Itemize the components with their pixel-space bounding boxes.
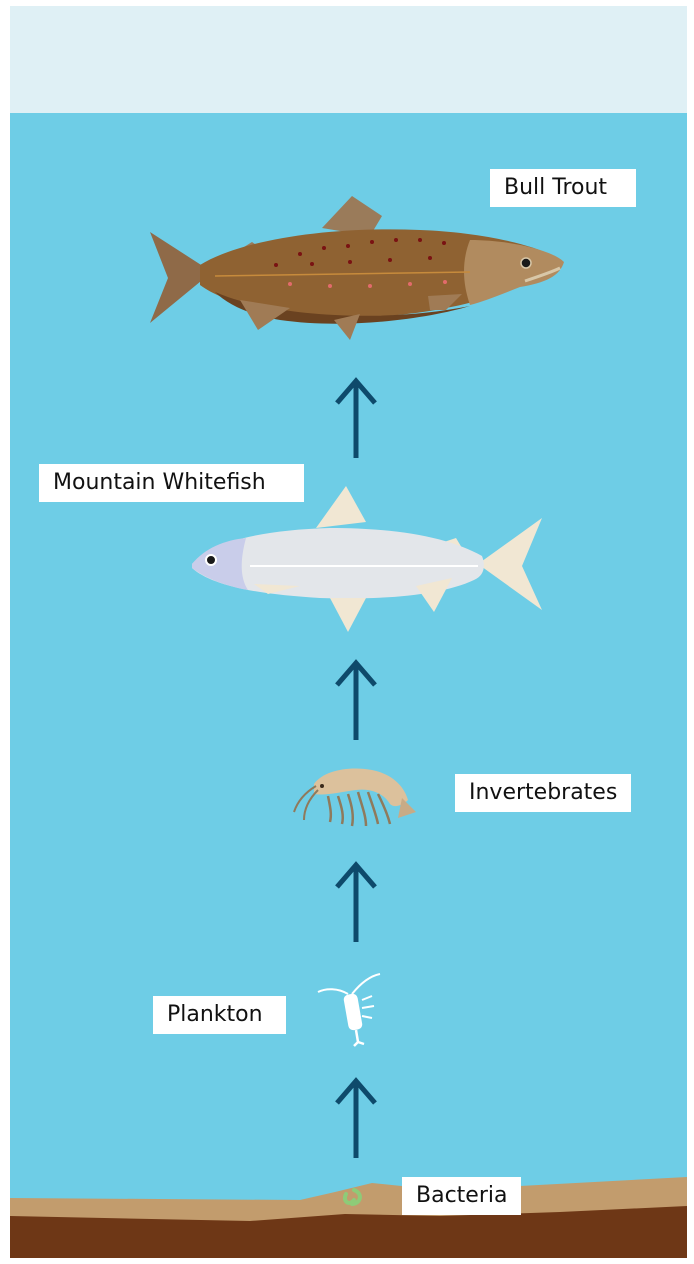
- shrimp-eye: [320, 784, 324, 788]
- label-bull-trout: Bull Trout: [490, 169, 636, 207]
- trout-eye: [521, 258, 531, 268]
- whitefish-eye: [206, 555, 216, 565]
- label-mountain-whitefish: Mountain Whitefish: [39, 464, 304, 502]
- label-plankton: Plankton: [153, 996, 286, 1034]
- sky-band: [10, 6, 687, 114]
- label-bacteria: Bacteria: [402, 1177, 521, 1215]
- label-invertebrates: Invertebrates: [455, 774, 631, 812]
